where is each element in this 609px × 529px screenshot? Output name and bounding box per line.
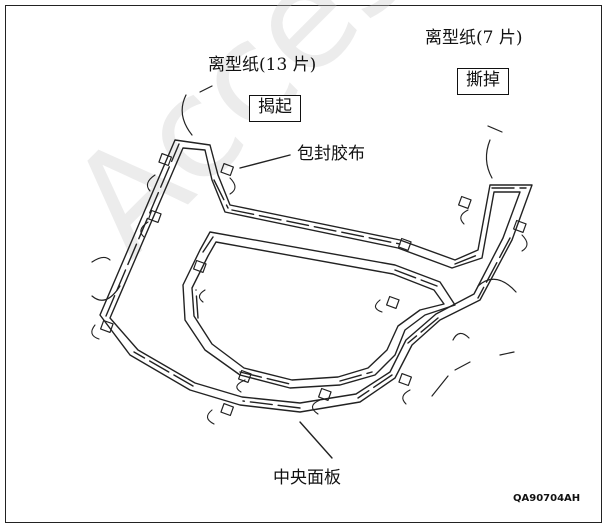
tape-clips: [99, 152, 527, 417]
leader-wrap-tape: [239, 154, 291, 169]
lift-label: 揭起: [249, 95, 301, 122]
panel-inner-cutout: [182, 231, 456, 389]
center-panel-label: 中央面板: [273, 468, 341, 488]
tear-off-label: 撕掉: [457, 68, 509, 95]
tape-strips: [105, 143, 527, 409]
panel-inner-cutout-line: [191, 241, 445, 381]
release-paper-pieces: [91, 85, 517, 397]
release-paper-7-label: 离型纸(7 片): [425, 28, 523, 48]
panel-outer-outline: [99, 139, 533, 413]
wrap-tape-label: 包封胶布: [297, 144, 365, 164]
figure-code: QA90704AH: [513, 493, 581, 504]
release-paper-13-label: 离型纸(13 片): [208, 55, 317, 75]
leader-center-panel: [299, 421, 333, 459]
peel-arrows: [91, 174, 528, 425]
panel-outer-inner-line: [109, 147, 521, 404]
